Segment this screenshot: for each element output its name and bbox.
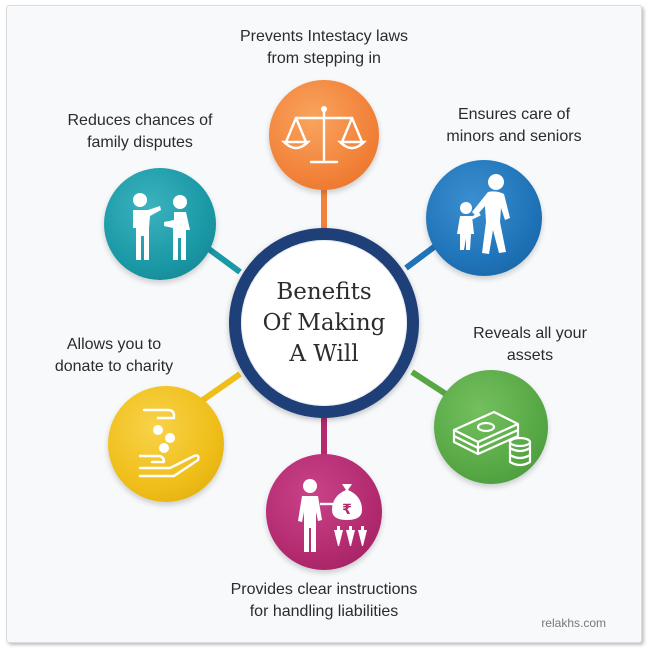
assets-label: Reveals all your assets: [473, 325, 587, 364]
intestacy-node: [269, 80, 379, 190]
charity-node: [108, 386, 224, 502]
source-credit: relakhs.com: [541, 616, 606, 630]
minors-node: [426, 160, 542, 276]
minors-label: Ensures care of minors and seniors: [446, 106, 582, 145]
liabilities-label: Provides clear instructions for handling…: [230, 581, 418, 620]
center-title-line: Benefits: [276, 278, 372, 305]
disputes-node: [104, 168, 216, 280]
center-title-line: A Will: [289, 340, 359, 367]
liabilities-node: ₹: [266, 454, 382, 570]
scales-icon: [281, 106, 367, 164]
center-title-line: Of Making: [262, 309, 386, 336]
assets-node: [434, 370, 548, 484]
svg-text:₹: ₹: [342, 502, 352, 518]
argument-icon: [133, 193, 190, 260]
family-walk-icon: [457, 174, 510, 254]
intestacy-label: Prevents Intestacy laws from stepping in: [239, 28, 409, 67]
disputes-label: Reduces chances of family disputes: [67, 112, 213, 151]
money-bag-icon: ₹: [298, 479, 367, 552]
cash-coins-icon: [452, 410, 532, 467]
center-title: Benefits Of Making A Will: [241, 240, 407, 406]
charity-label: Allows you to donate to charity: [54, 336, 174, 375]
donation-hand-icon: [138, 408, 200, 478]
center-hub: Benefits Of Making A Will: [229, 228, 419, 418]
